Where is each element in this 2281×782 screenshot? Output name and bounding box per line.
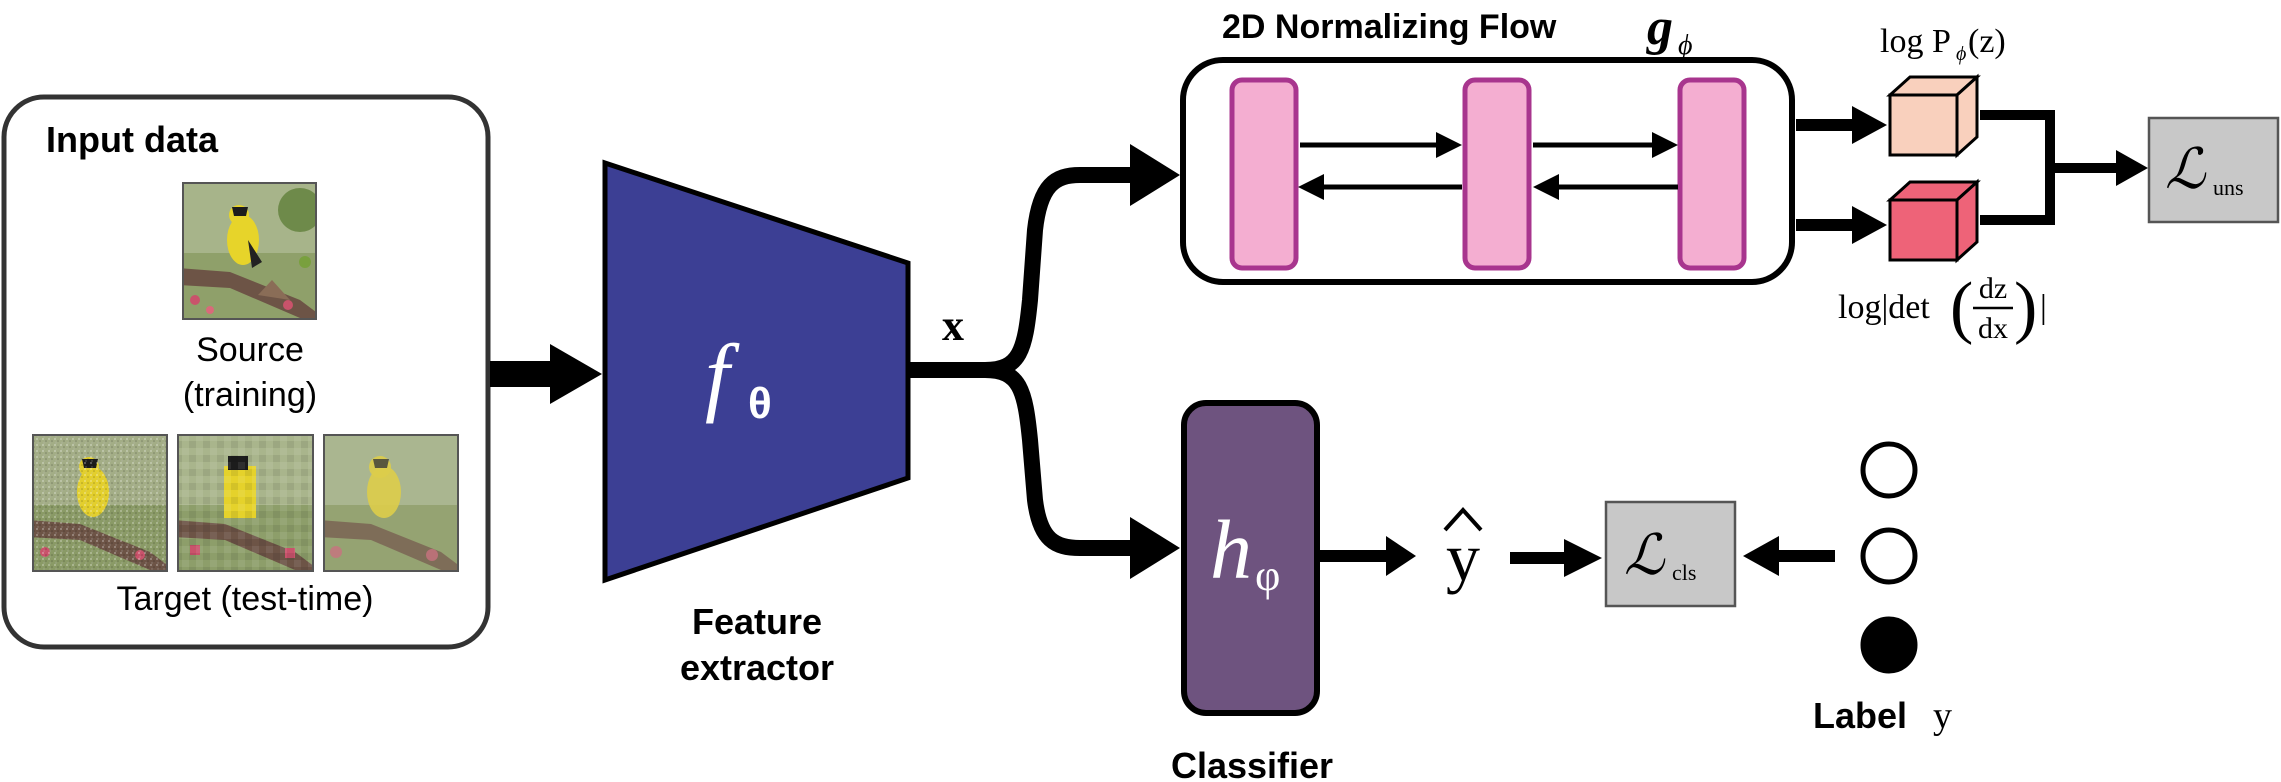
feature-extractor-label-line1: Feature — [692, 601, 822, 642]
log-det-denominator: dx — [1978, 312, 2008, 345]
label-circle-empty-2 — [1860, 527, 1918, 585]
classifier: h φ Classifier — [1171, 400, 1333, 782]
cls-loss-box: ℒ cls — [1604, 500, 1737, 608]
target-label: Target (test-time) — [117, 580, 374, 618]
unsup-loss-box: ℒ uns — [2147, 116, 2280, 224]
label-one-hot — [1860, 441, 1918, 674]
flow-forward-arrow-1 — [1300, 132, 1462, 158]
log-det-cube — [1886, 178, 1981, 264]
arrow-classifier-to-prediction — [1320, 536, 1416, 576]
log-p-cube — [1886, 73, 1981, 159]
log-det-label: log|det ( dz dx ) | — [1838, 269, 2047, 346]
target-image-blur — [323, 434, 459, 572]
arrow-input-to-extractor — [490, 344, 602, 404]
prediction-symbol: y — [1446, 519, 1480, 595]
branch-connector — [908, 167, 1135, 556]
prediction-hat — [1443, 507, 1483, 532]
target-image-pixelate — [177, 434, 314, 572]
source-label-line2: (training) — [183, 376, 317, 414]
flow-symbol: g — [1646, 0, 1673, 56]
feature-x-label: x — [942, 301, 964, 350]
arrow-to-flow — [1130, 144, 1180, 206]
feature-extractor: f θ Feature extractor — [602, 159, 911, 688]
prediction-y-hat: y — [1443, 507, 1483, 595]
flow-layer-1 — [1229, 77, 1299, 271]
arrow-flow-to-logp — [1796, 106, 1887, 144]
arrow-flow-to-logdet — [1796, 206, 1887, 244]
arrow-to-unsup-loss — [2116, 150, 2148, 186]
target-image-noise — [32, 434, 168, 572]
arrow-prediction-to-cls-loss — [1510, 539, 1602, 577]
log-det-close-paren: ) — [2014, 269, 2037, 346]
cls-loss-symbol: ℒ — [1624, 525, 1666, 587]
arrow-to-classifier — [1130, 517, 1180, 579]
flow-title: 2D Normalizing Flow — [1222, 8, 1557, 46]
source-label-line1: Source — [196, 331, 304, 369]
input-panel-title: Input data — [46, 119, 219, 160]
feature-extractor-label-line2: extractor — [680, 647, 834, 688]
classifier-label: Classifier — [1171, 745, 1333, 782]
label-circle-empty-1 — [1860, 441, 1918, 499]
classifier-subscript: φ — [1255, 551, 1280, 600]
classifier-box — [1181, 400, 1320, 716]
flow-layer-2 — [1462, 77, 1532, 271]
flow-forward-arrow-2 — [1533, 132, 1678, 158]
flow-backward-arrow-1 — [1298, 174, 1462, 200]
log-det-numerator: dz — [1979, 272, 2007, 305]
classifier-symbol: h — [1210, 504, 1252, 597]
source-image — [182, 182, 317, 320]
label-symbol: y — [1933, 695, 1952, 737]
cls-loss-subscript: cls — [1672, 560, 1696, 585]
unsup-loss-subscript: uns — [2213, 175, 2244, 200]
flow-backward-arrow-2 — [1533, 174, 1678, 200]
feature-extractor-subscript: θ — [748, 379, 772, 428]
normalizing-flow: 2D Normalizing Flow g ϕ — [1180, 0, 1795, 285]
flow-layer-3 — [1677, 77, 1747, 271]
log-p-prefix: log P — [1880, 23, 1951, 60]
log-det-suffix: | — [2040, 289, 2047, 326]
log-p-subscript: ϕ — [1956, 43, 1966, 65]
log-p-suffix: (z) — [1968, 23, 2006, 60]
log-det-prefix: log|det — [1838, 289, 1930, 326]
log-p-label: log P ϕ (z) — [1880, 23, 2006, 65]
label-circle-filled — [1860, 616, 1918, 674]
feature-extractor-trapezoid — [602, 159, 911, 584]
label-word: Label — [1813, 695, 1907, 736]
unsup-loss-symbol: ℒ — [2165, 139, 2207, 201]
merge-to-unsup-loss — [1980, 110, 2120, 225]
arrow-label-to-cls-loss — [1743, 536, 1835, 576]
log-det-open-paren: ( — [1950, 269, 1973, 346]
input-data-panel: Input data Source (training) — [1, 94, 491, 650]
label-caption: Label y — [1813, 695, 1952, 737]
flow-subscript: ϕ — [1678, 30, 1693, 61]
